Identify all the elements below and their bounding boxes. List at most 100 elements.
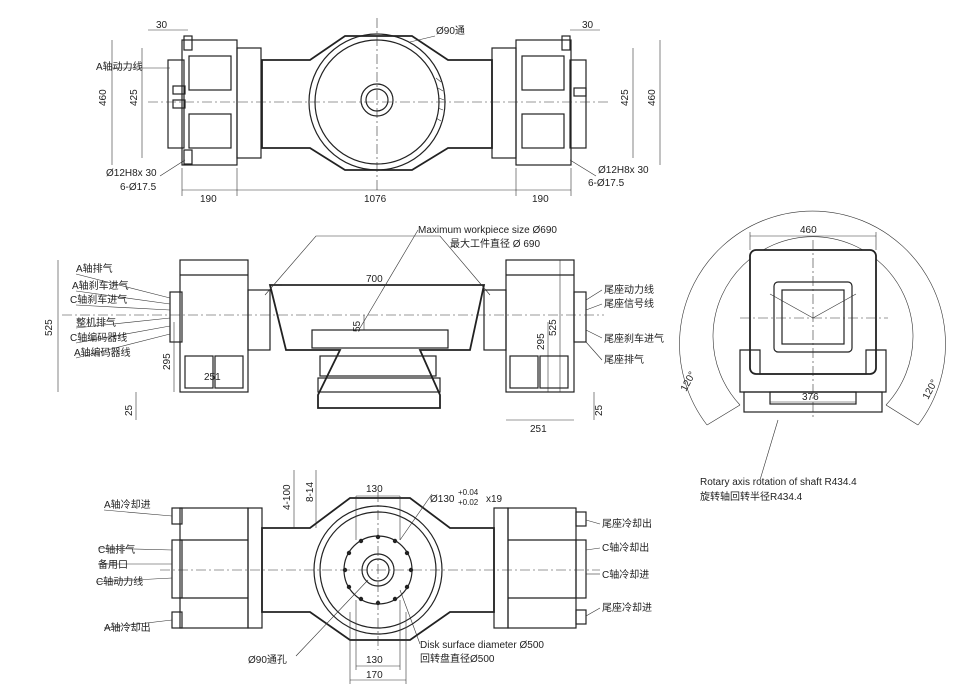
label-tail-power-line: 尾座动力线	[604, 283, 654, 296]
disk-surface-en: Disk surface diameter Ø500	[420, 640, 544, 651]
right-housing	[515, 39, 572, 166]
bottom-right-port-block	[575, 539, 587, 599]
front-right-port-block	[573, 291, 587, 343]
front-view: Maximum workpiece size Ø690 最大工件直径 Ø 690…	[44, 225, 664, 435]
leader-a-exhaust	[75, 273, 171, 299]
pin-spec-right: Ø12H8x 30	[598, 165, 649, 176]
dim-170: 170	[366, 670, 383, 681]
bolt-hole	[408, 567, 414, 573]
leader-rotary	[759, 419, 779, 481]
bottom-cradle	[261, 497, 495, 641]
arc-end-left	[706, 404, 741, 426]
label-c-cool-in: C轴冷却进	[602, 568, 649, 581]
side-radial-right	[812, 293, 857, 319]
left-fitting-2	[172, 99, 186, 109]
side-view: 460 376 120° 120° Rotary axis rotation o…	[679, 210, 946, 503]
angle-120-left: 120°	[679, 370, 698, 393]
dim-376: 376	[802, 392, 819, 403]
label-a-power-line: A轴动力线	[96, 60, 143, 73]
leader-tail-brake	[585, 329, 603, 339]
leader-a-cool-out	[103, 619, 173, 629]
dim-30-right: 30	[582, 20, 594, 31]
left-fitting-1	[172, 85, 186, 95]
label-a-exhaust: A轴排气	[76, 262, 113, 275]
dim-525-left: 525	[44, 319, 55, 336]
label-machine-exhaust: 整机排气	[76, 316, 116, 329]
disk-bolt-holes	[342, 534, 414, 606]
front-table-base	[319, 355, 437, 377]
left-housing-pocket-top	[188, 55, 232, 91]
leader-hole-130	[399, 493, 433, 541]
dim-460-right: 460	[647, 89, 658, 106]
rotary-radius-en: Rotary axis rotation of shaft R434.4	[700, 477, 857, 488]
leader-pin-right	[569, 159, 597, 177]
label-a-encoder-line: A轴编码器线	[74, 346, 131, 359]
label-c-brake-intake: C轴刹车进气	[70, 293, 127, 306]
side-radial-left	[769, 293, 814, 319]
tolerance-plus: +0.04	[458, 488, 479, 497]
dim-25-left: 25	[124, 404, 135, 416]
label-c-power-line: C轴动力线	[96, 575, 143, 588]
bottom-left-port-block	[171, 539, 183, 599]
leader-disk	[399, 589, 421, 645]
max-workpiece-en: Maximum workpiece size Ø690	[418, 225, 557, 236]
leader-90-hole	[295, 579, 369, 657]
front-right-foot-1	[509, 355, 539, 389]
label-a-cool-in: A轴冷却进	[104, 498, 151, 511]
bolt-hole	[404, 584, 410, 590]
bottom-right-unit	[507, 507, 577, 629]
pin-spec-left: Ø12H8x 30	[106, 168, 157, 179]
leader-max-workpiece	[359, 229, 419, 329]
dim-30-left: 30	[156, 20, 168, 31]
bolt-hole	[358, 538, 364, 544]
bolt-hole	[392, 538, 398, 544]
dim-130-top: 130	[366, 484, 383, 495]
dim-130-bottom: 130	[366, 655, 383, 666]
left-flange	[236, 47, 262, 159]
top-view: 30 30 Ø90通 A轴动力线 460 425 425 460 Ø12H8x …	[96, 18, 661, 205]
gear-teeth	[435, 77, 445, 122]
dim-190-left: 190	[200, 194, 217, 205]
front-right-foot-2	[539, 355, 569, 389]
rotation-arc-outer	[679, 210, 946, 426]
dim-55: 55	[352, 320, 363, 332]
arc-end-right	[885, 404, 919, 426]
leader-tail-cool-in	[585, 607, 601, 617]
dim-hole-130: Ø130	[430, 494, 455, 505]
left-pin-top	[183, 35, 193, 51]
bolt-hole	[346, 550, 352, 556]
leader-a-cool-in	[103, 509, 173, 517]
front-left-foot-1	[184, 355, 214, 389]
disk-surface-cn: 回转盘直径Ø500	[420, 652, 495, 665]
dim-251-inner: 251	[204, 372, 221, 383]
label-c-cool-out: C轴冷却出	[602, 541, 649, 554]
label-tail-signal-line: 尾座信号线	[604, 297, 654, 310]
front-cradle	[268, 284, 486, 409]
right-housing-pocket-bottom	[521, 113, 565, 149]
right-motor-cap	[569, 59, 587, 149]
dim-1076: 1076	[364, 194, 387, 205]
label-tail-cool-in: 尾座冷却进	[602, 601, 652, 614]
dim-251-bottom: 251	[530, 424, 547, 435]
dim-90-hole: Ø90通孔	[248, 654, 287, 666]
bottom-right-cool-in	[575, 609, 587, 625]
bottom-view: 4-100 8-14 130 Ø130 +0.04 +0.02 x19 A轴冷却…	[95, 470, 652, 684]
label-a-brake-intake: A轴刹车进气	[72, 279, 129, 292]
leader-c-encoder	[75, 325, 171, 344]
bottom-right-flange	[493, 507, 509, 629]
label-spare-port: 备用口	[98, 558, 128, 571]
left-pin-bottom	[183, 149, 193, 165]
dim-460-left: 460	[98, 89, 109, 106]
right-fitting	[573, 87, 587, 97]
leader-tail-signal	[585, 303, 603, 311]
dim-700: 700	[366, 274, 383, 285]
cradle-body	[261, 35, 493, 171]
front-left-port-block	[169, 291, 183, 343]
rotary-radius-cn: 旋转轴回转半径R434.4	[700, 490, 803, 503]
leader-tail-exhaust	[585, 341, 603, 361]
dim-295-right: 295	[536, 333, 547, 350]
holes-spec-right: 6-Ø17.5	[588, 178, 625, 189]
label-tail-cool-out: 尾座冷却出	[602, 517, 652, 530]
leader-pin-left	[159, 159, 186, 177]
